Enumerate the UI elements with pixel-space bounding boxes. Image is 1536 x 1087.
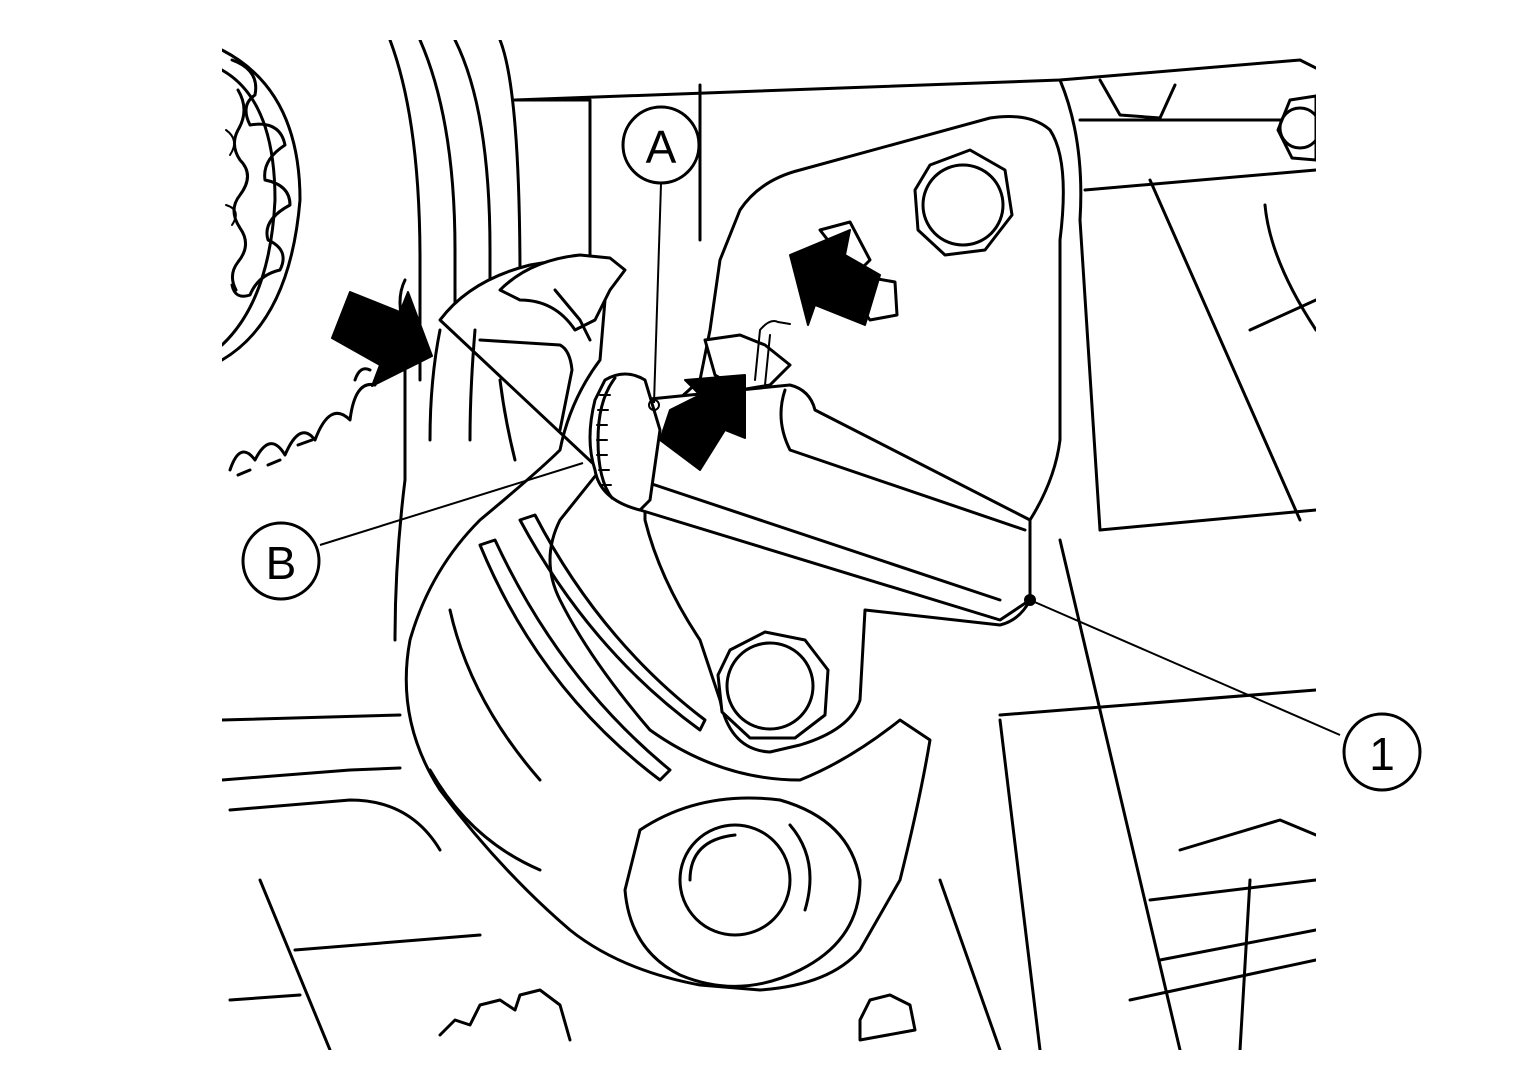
arrow-center-icon: [659, 374, 746, 471]
background-nut-icon: [1276, 94, 1316, 162]
callout-1-label: 1: [1369, 728, 1395, 780]
callout-b-label: B: [266, 537, 297, 589]
lower-bolt-icon: [858, 993, 917, 1042]
pivot-bolt-icon: [678, 823, 792, 937]
arrow-left-icon: [331, 291, 433, 387]
chain-tensioner-guide: [404, 253, 932, 992]
engine-background: [222, 58, 1316, 1050]
callout-1: 1: [1342, 712, 1422, 792]
callout-b: B: [241, 521, 321, 601]
upper-bolt-icon: [913, 148, 1014, 257]
middle-bolt-icon: [716, 630, 830, 740]
crankshaft-sprocket: [222, 40, 522, 642]
arrow-upper-icon: [789, 229, 881, 326]
callouts: A B 1: [241, 105, 1422, 792]
callout-a-label: A: [646, 121, 677, 173]
direction-arrows: [331, 229, 881, 471]
callout-a: A: [621, 105, 701, 185]
chain-tensioner: [588, 115, 1065, 754]
